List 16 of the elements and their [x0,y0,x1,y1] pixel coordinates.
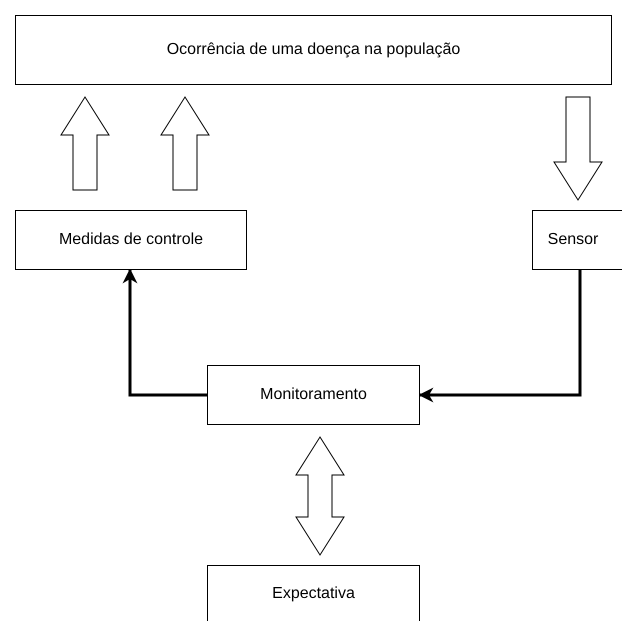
box-label: Expectativa [272,585,355,603]
arrow [122,268,207,396]
process-box [207,365,420,425]
box-label: Medidas de controle [58,231,204,249]
box-label: Monitoramento [260,386,367,404]
process-box [15,210,247,270]
process-box [15,15,612,85]
box-label: Ocorrência de uma doença na população [166,41,460,59]
double-block-arrow [295,436,345,556]
box-label: Sensor [548,231,598,249]
process-box [532,210,622,270]
arrow [418,270,582,402]
process-box [207,565,420,621]
block-arrow [160,96,210,190]
block-arrow [553,96,603,201]
block-arrow [60,96,110,190]
